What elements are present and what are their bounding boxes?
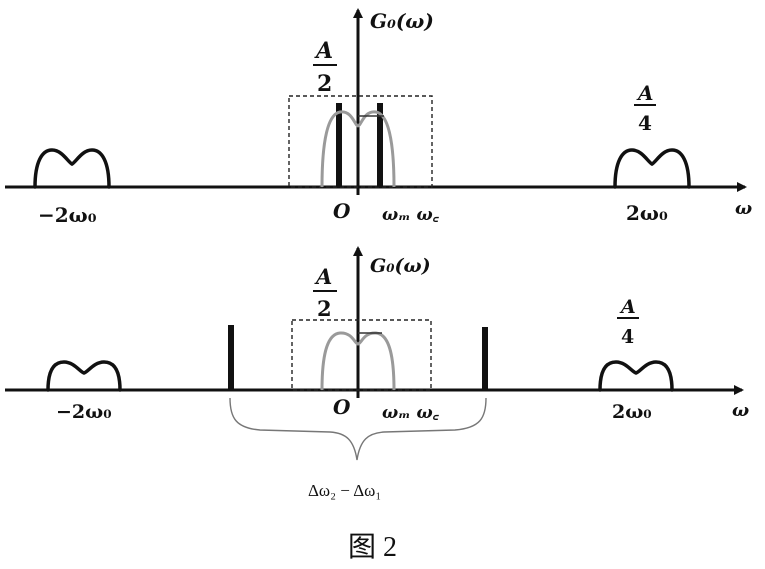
top-center-amplitude-denominator: 2 [317,71,332,97]
top-center-amplitude-numerator: A [314,38,333,64]
top-filter-box [288,95,433,188]
bottom-tick-neg-2w0: −2ω₀ [56,401,112,423]
top-tick-pos-2w0: 2ω₀ [626,201,668,225]
bottom-spectrum-panel: G₀(ω) ω A 2 A 4 −2ω₀ O ωₘ ω꜀ 2ω₀ Δω₂ − Δ… [5,246,749,500]
bottom-carrier-bar-left [228,325,234,390]
bottom-side-amplitude-denominator: 4 [621,326,634,348]
bottom-x-axis-label: ω [732,400,749,421]
bottom-tick-origin: O [333,395,351,419]
bandwidth-brace-label: Δω₂ − Δω₁ [308,481,381,500]
top-side-amplitude-denominator: 4 [638,111,652,135]
top-y-axis-label: G₀(ω) [370,9,434,33]
top-sideband-neg [33,148,111,189]
top-tick-neg-2w0: −2ω₀ [38,203,97,227]
bottom-sideband-neg [46,360,122,392]
top-tick-wm-wc: ωₘ ω꜀ [382,205,440,225]
bottom-y-axis-label: G₀(ω) [370,255,431,277]
bottom-carrier-bar-right [482,327,488,390]
bottom-tick-pos-2w0: 2ω₀ [612,401,652,423]
bottom-tick-wm-wc: ωₘ ω꜀ [382,403,440,423]
top-spectrum-panel: G₀(ω) ω A 2 A 4 −2ω₀ O ωₘ ω꜀ 2ω₀ [5,8,752,227]
top-side-amplitude-numerator: A [636,81,654,105]
bottom-filter-box [291,319,432,391]
top-carrier-bar-right [377,103,383,187]
bottom-sideband-pos [598,360,674,392]
top-tick-origin: O [333,199,351,223]
bottom-center-amplitude-numerator: A [314,264,332,289]
top-carrier-bar-left [336,103,342,187]
top-baseband-spectrum [320,110,396,188]
bandwidth-brace [229,397,487,461]
bottom-baseband-spectrum [320,331,396,391]
bottom-side-amplitude-numerator: A [619,296,636,318]
top-x-axis-label: ω [735,198,752,219]
figure-caption: 图 2 [348,532,397,563]
top-sideband-pos [613,148,691,189]
bottom-center-amplitude-denominator: 2 [317,296,332,321]
